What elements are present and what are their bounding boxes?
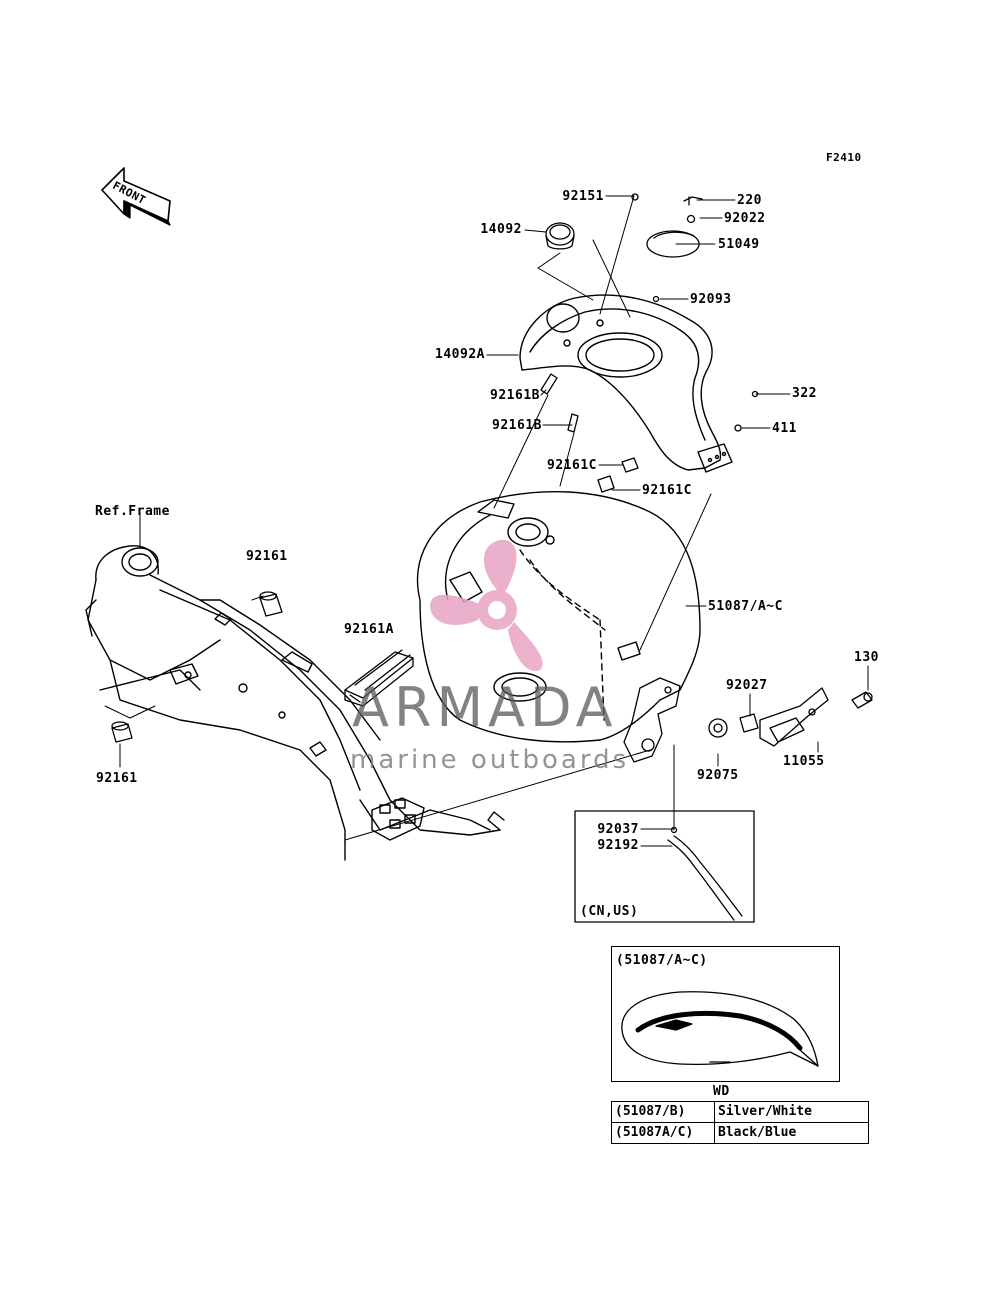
small-hardware [545, 193, 759, 432]
part-label-92161C-lower: 92161C [642, 483, 692, 498]
part-label-92161B-lower: 92161B [492, 418, 542, 433]
inset-tank-illustration [621, 991, 819, 1067]
part-label-92161-frame-lower: 92161 [96, 771, 138, 786]
rubber-grommets [111, 591, 283, 743]
watermark-propeller-icon [430, 539, 543, 671]
leader-lines [104, 195, 869, 847]
variant-code: (51087/B) [611, 1101, 715, 1123]
mount-collar-parts [708, 687, 873, 747]
color-variant-table: (51087/B) Silver/White (51087A/C) Black/… [611, 1101, 869, 1144]
ref-frame-label: Ref.Frame [95, 504, 170, 519]
part-label-92151: 92151 [562, 189, 604, 204]
part-label-92161A: 92161A [344, 622, 394, 637]
frame-part [85, 545, 505, 861]
inset-title: (51087/A~C) [616, 953, 708, 968]
part-label-92161B-upper: 92161B [490, 388, 540, 403]
part-label-51049: 51049 [718, 237, 760, 252]
variant-color: Black/Blue [714, 1122, 869, 1144]
part-label-411: 411 [772, 421, 797, 436]
part-label-14092: 14092 [480, 222, 522, 237]
part-label-92192: 92192 [597, 838, 639, 853]
part-label-92161C-upper: 92161C [547, 458, 597, 473]
region-note: (CN,US) [580, 904, 639, 919]
part-label-11055: 11055 [783, 754, 825, 769]
part-label-92093: 92093 [690, 292, 732, 307]
fuel-tank-part [416, 490, 701, 743]
table-row: (51087A/C) Black/Blue [611, 1122, 869, 1144]
part-label-14092A: 14092A [435, 347, 485, 362]
front-arrow-icon [101, 167, 171, 226]
part-label-130: 130 [854, 650, 879, 665]
table-row: (51087/B) Silver/White [611, 1101, 869, 1123]
color-variant-inset [611, 946, 840, 1082]
watermark-brand: ARMADA [352, 676, 618, 739]
cn-us-breather-box [574, 810, 755, 923]
part-label-92027: 92027 [726, 678, 768, 693]
tank-cover-part [519, 294, 733, 473]
part-label-92022: 92022 [724, 211, 766, 226]
rubber-pads [540, 373, 639, 493]
part-label-51087: 51087/A~C [708, 599, 783, 614]
rubber-damper-part [344, 649, 414, 707]
variant-color: Silver/White [714, 1101, 869, 1123]
part-label-92075: 92075 [697, 768, 739, 783]
variant-code: (51087A/C) [611, 1122, 715, 1144]
part-label-92161-frame-upper: 92161 [246, 549, 288, 564]
figure-code: F2410 [826, 151, 862, 164]
part-label-220: 220 [737, 193, 762, 208]
watermark-tagline: marine outboards [350, 745, 630, 775]
part-label-322: 322 [792, 386, 817, 401]
inset-caption: WD [713, 1084, 730, 1099]
part-label-92037: 92037 [597, 822, 639, 837]
mounting-bracket [623, 677, 681, 763]
